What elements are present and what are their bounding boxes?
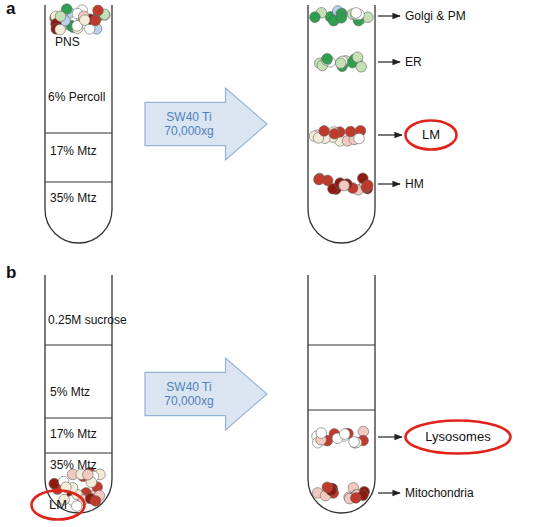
particle — [90, 496, 101, 507]
highlight-circle: Lysosomes — [404, 419, 512, 455]
particle — [339, 429, 350, 440]
node-label: PNS — [55, 35, 95, 49]
leader-arrow — [378, 183, 400, 184]
particle — [351, 8, 362, 19]
particle — [322, 482, 333, 493]
gradient-interface — [45, 345, 112, 346]
particle — [316, 428, 327, 439]
gradient-interface — [308, 345, 375, 346]
fraction-label: ER — [405, 55, 422, 69]
particle — [49, 478, 60, 489]
particle — [310, 12, 321, 23]
particle — [329, 128, 340, 139]
node-label: LM — [404, 128, 458, 142]
gradient-layer: 35% Mtz — [50, 458, 97, 472]
gradient-layer: 35% Mtz — [50, 191, 97, 205]
fraction-label: Golgi & PM — [405, 9, 466, 23]
particle — [319, 126, 330, 137]
particle — [314, 174, 325, 185]
particle — [72, 501, 83, 512]
particle — [336, 13, 347, 24]
fraction-label: Mitochondria — [405, 486, 474, 500]
centrifuge-tube: PNS — [45, 5, 112, 243]
node-label: LM — [30, 498, 86, 512]
leader-arrow — [378, 436, 402, 437]
gradient-interface — [45, 453, 112, 454]
gradient-layer: 17% Mtz — [50, 144, 97, 158]
centrifuge-arrow: SW40 Ti 70,000xg — [145, 358, 267, 430]
centrifuge-tube — [308, 275, 375, 513]
leader-arrow — [378, 61, 400, 62]
leader-arrow — [378, 134, 402, 135]
gradient-interface — [45, 418, 112, 419]
leader-arrow — [378, 15, 400, 16]
particle — [335, 58, 346, 69]
particle — [356, 61, 367, 72]
centrifuge-tube — [45, 275, 112, 513]
particle — [349, 437, 360, 448]
particle — [339, 180, 350, 191]
particle — [322, 53, 333, 64]
particle — [362, 180, 373, 191]
gradient-interface — [45, 133, 112, 134]
particle — [345, 126, 356, 137]
panel-letter: a — [6, 2, 15, 16]
highlight-circle: LM — [30, 489, 86, 521]
particle — [93, 5, 104, 16]
particle — [79, 15, 90, 26]
panel-letter: b — [6, 266, 16, 280]
centrifuge-arrow: SW40 Ti 70,000xg — [145, 88, 267, 160]
gradient-layer: 5% Mtz — [50, 385, 90, 399]
gradient-layer: 6% Percoll — [48, 90, 105, 104]
centrifuge-setting: SW40 Ti 70,000xg — [151, 110, 227, 138]
highlight-circle: LM — [404, 119, 458, 151]
particle — [351, 493, 362, 504]
node-label: Lysosomes — [404, 430, 512, 444]
particle — [90, 15, 101, 26]
fraction-label: HM — [405, 177, 424, 191]
particle — [352, 52, 363, 63]
leader-arrow — [378, 492, 400, 493]
gradient-interface — [308, 410, 375, 411]
particle — [354, 133, 365, 144]
particle-bands — [49, 4, 373, 512]
particle — [55, 24, 66, 35]
gradient-interface — [45, 182, 112, 183]
particle — [55, 11, 66, 22]
centrifuge-tube — [308, 5, 375, 243]
gradient-layer: 17% Mtz — [50, 427, 97, 441]
centrifuge-setting: SW40 Ti 70,000xg — [151, 380, 227, 408]
gradient-layer: 0.25M sucrose — [48, 313, 127, 327]
